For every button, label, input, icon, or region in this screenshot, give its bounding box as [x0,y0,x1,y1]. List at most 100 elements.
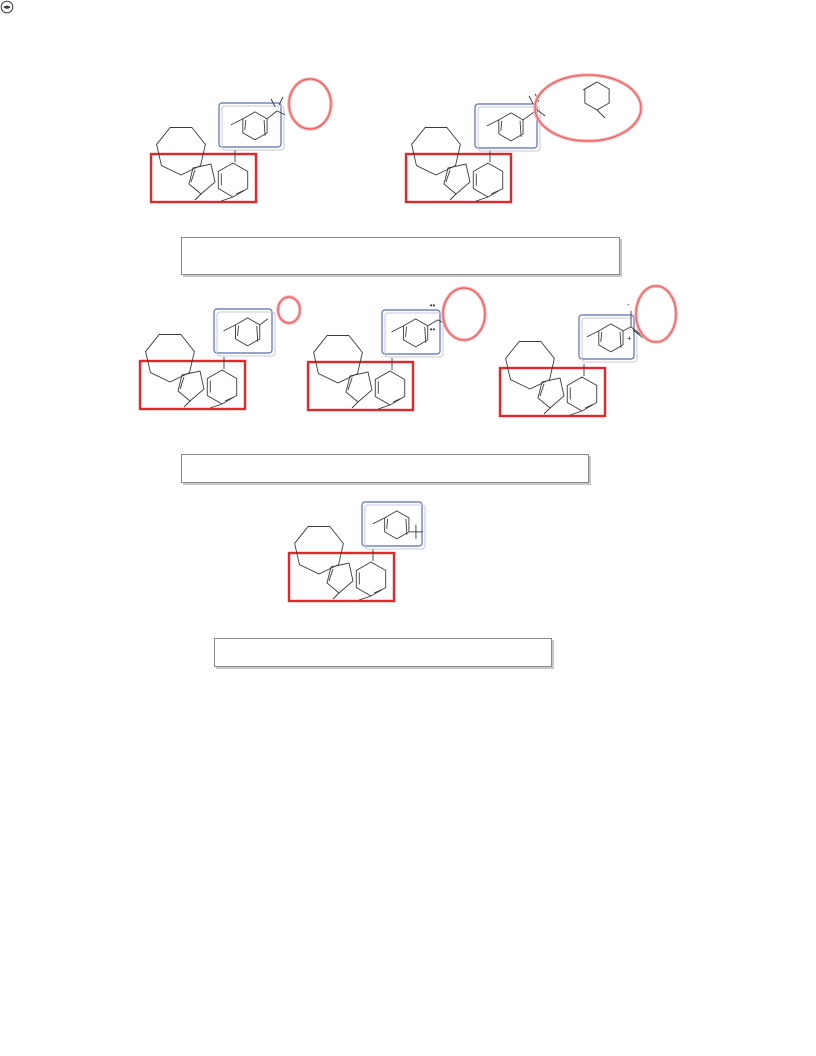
pyridine-ring [472,162,504,198]
methyl-bond [372,517,385,525]
methyl-bond [230,118,244,126]
phenyl-box-shadow [364,504,426,550]
five-membered-ring [326,562,354,594]
methyl-bond [209,403,223,409]
substituent-bond [536,109,546,117]
five-membered-ring [188,163,216,195]
double-bond [392,398,401,403]
pyridine-ring [566,376,598,412]
double-bond [256,325,259,342]
pyridine-ring [206,369,238,405]
caption-box-1 [181,237,620,275]
double-bond [405,326,407,337]
double-bond [424,326,427,343]
substituent-bond [259,318,269,326]
five-membered-ring [177,370,205,402]
substituent-bond [276,110,286,116]
pyridine-ring [217,162,249,198]
lone-pair-mark: •• [430,301,436,310]
methyl-bond [596,109,606,119]
phenyl-ring [403,318,429,348]
caption-3-text [215,639,551,651]
substituent-bond [266,110,278,120]
pyridine-ring [355,561,387,597]
double-bond [500,120,503,131]
methyl-bond [543,407,551,415]
cycloheptane-ring [505,341,555,390]
double-bond [263,119,266,136]
caption-box-3 [214,638,552,667]
cycloheptane-ring [145,334,195,383]
substituent-highlight-oval [288,78,332,130]
phenyl-box-shadow [221,105,285,151]
double-bond [445,169,451,183]
negative-charge-mark: - [627,300,630,309]
methyl-bond [391,325,404,333]
methyl-bond [377,404,391,410]
ester-bond [582,81,598,91]
pyridine-ring [374,370,406,406]
cycloheptane-ring [313,335,363,384]
double-bond [328,568,334,582]
carbonyl-bond [278,96,284,106]
double-bond [179,376,185,390]
five-membered-ring [537,377,565,409]
methyl-bond [220,196,234,202]
phenyl-box-shadow [581,317,638,363]
double-bond [519,120,522,137]
double-bond [539,383,545,397]
double-bond [347,377,353,391]
phenyl-highlight-box [213,308,273,354]
double-bond [584,404,593,409]
methyl-bond [358,595,372,601]
core-highlight-box [287,551,396,603]
cycloheptane-ring [156,127,206,176]
double-bond [235,190,244,195]
substituent-highlight-oval [277,296,301,324]
phenyl-ring [384,510,410,540]
phenyl-box-shadow [216,311,276,357]
phenyl-ring [242,111,268,141]
phenyl-box-shadow [477,106,541,152]
double-bond [386,518,389,529]
substituent-bond [427,319,438,327]
caption-box-2 [181,454,589,483]
positive-charge-mark: + [627,334,632,343]
phenyl-box-shadow [384,312,444,358]
methyl-bond [351,401,359,409]
core-highlight-box [498,366,607,418]
double-bond [490,190,499,195]
double-bond [237,325,239,336]
substituent-bond [622,326,632,332]
phenyl-highlight-box [474,103,538,149]
double-bond [373,589,382,594]
double-bond [632,329,644,339]
phenyl-ring [598,323,624,353]
methyl-bond [183,400,191,408]
core-highlight-box [306,360,415,412]
five-membered-ring [443,163,471,195]
double-bond [224,397,233,402]
phenyl-highlight-box [218,102,282,148]
substituent-highlight-oval [442,287,486,341]
core-highlight-box [404,152,513,204]
core-highlight-box [149,152,258,204]
double-bond [630,326,642,336]
phenyl-highlight-box [578,314,635,360]
radio-circle-icon [0,0,14,14]
phenyl-ring [498,112,524,142]
phenyl-highlight-box [361,501,423,547]
five-membered-ring [345,371,373,403]
double-bond [600,331,603,342]
carbonyl-bond [270,98,276,108]
pendant-aryl-ring [584,81,610,111]
cycloheptane-ring [294,526,344,575]
methyl-bond [194,193,202,201]
phenyl-ring [235,317,261,347]
core-highlight-box [138,359,247,411]
methyl-bond [332,592,340,600]
phenyl-highlight-box [381,309,441,355]
double-bond [190,169,196,183]
